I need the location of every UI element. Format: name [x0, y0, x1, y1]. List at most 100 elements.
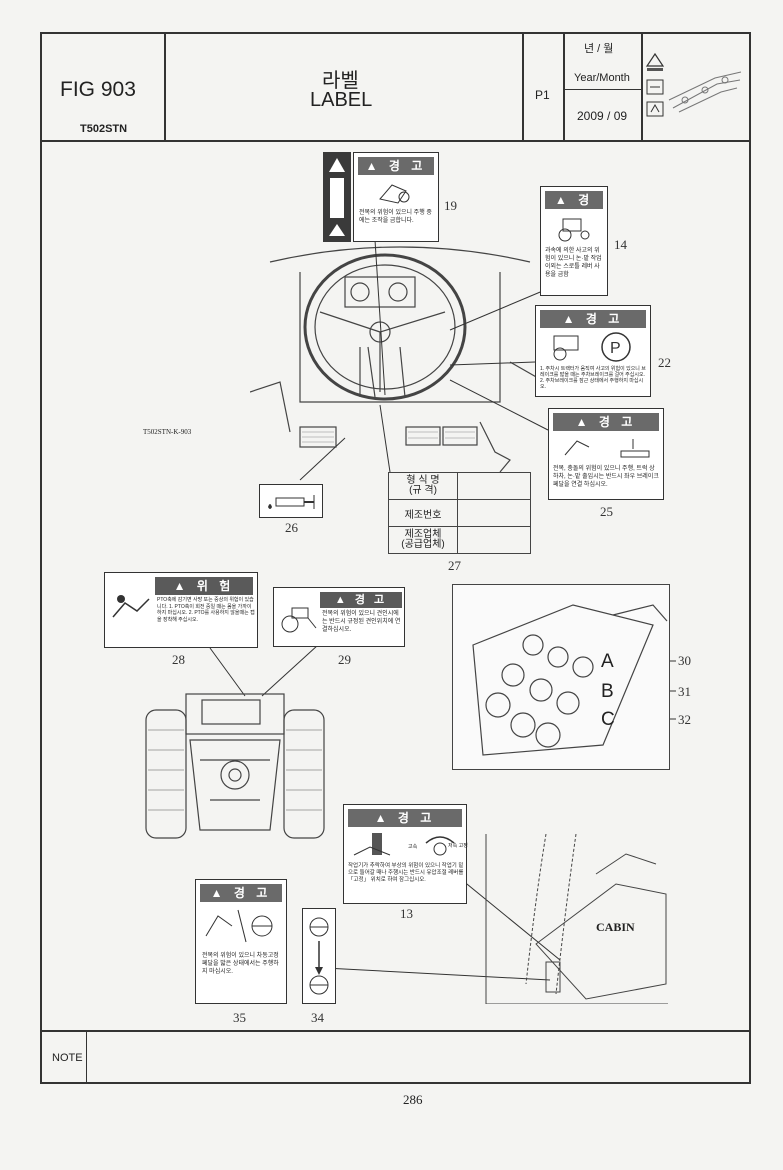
title-korean: 라벨 — [322, 70, 359, 92]
label-13-header: ▲ 경 고 — [348, 809, 462, 827]
label-35-header: ▲ 경 고 — [200, 884, 282, 902]
callout-26: 26 — [285, 520, 298, 535]
cabin-bracket-drawing — [485, 833, 668, 1005]
label-35: ▲ 경 고 전복의 위험이 있으니 차동고정 페달을 밟은 상태에서는 주행하지… — [195, 879, 287, 1004]
falling-implement-icon — [353, 833, 391, 856]
page-code: P1 — [535, 88, 550, 102]
warning-triangle-icon: ▲ — [554, 193, 571, 207]
label-25-text: 전복, 충돌의 위험이 있으니 주행, 트럭 상 하차, 논·밭 출입시는 반드… — [553, 466, 659, 488]
coupler-letter-a: A — [601, 651, 614, 672]
callout-22: 22 — [658, 355, 671, 370]
label-34 — [302, 908, 336, 1004]
header-divider-4 — [641, 32, 643, 142]
callout-32: 32 — [678, 712, 691, 727]
cabin-text: CABIN — [596, 920, 635, 934]
warning-triangle-icon: ▲ — [334, 594, 349, 606]
danger-triangle-icon: ▲ — [173, 579, 190, 593]
valve-detail-box — [452, 584, 670, 770]
parking-brake-icon: P — [553, 332, 631, 362]
warning-triangle-icon: ▲ — [575, 415, 592, 429]
label-13: ▲ 경 고 고속 저속 고정 작업기가 추락하여 부상의 위험이 있으니 작업기… — [343, 804, 468, 904]
note-top-rule — [40, 1030, 751, 1032]
callout-35: 35 — [233, 1010, 246, 1025]
nameplate-serial-value — [457, 499, 531, 527]
label-19-text: 전복의 위험이 있으니 주행 중에는 조작을 금합니다. — [359, 210, 432, 224]
title-english: LABEL — [310, 89, 373, 111]
tractor-tip-icon — [379, 184, 410, 204]
label-13-fast: 고속 — [408, 844, 418, 850]
callout-29: 29 — [338, 652, 351, 667]
nameplate-model-label: 형 식 명 (규 격) — [388, 472, 458, 500]
label-19-side-strip — [323, 152, 351, 242]
coupler-letter-c: C — [601, 709, 615, 730]
note-divider — [86, 1030, 87, 1084]
callout-25: 25 — [600, 504, 613, 519]
label-19: ▲ 경 고 전복의 위험이 있으니 주행 중에는 조작을 금합니다. — [323, 152, 439, 242]
arrow-caution-icon — [329, 158, 345, 236]
label-25: ▲ 경 고 전복, 충돌의 위험이 있으니 주행, 트럭 상 하차, 논·밭 출… — [548, 408, 664, 500]
tractor-rear-drawing — [145, 693, 325, 839]
diff-lock-icon — [205, 909, 273, 943]
svg-text:P: P — [610, 340, 621, 357]
label-28-text: PTO축에 감기면 사망 또는 중상의 위험이 있습니다. 1. PTO축이 회… — [157, 597, 255, 623]
label-14-text: 과속에 의한 사고의 위험이 있으니 논·밭 작업 이외는 스로틀 레버 사용을… — [545, 248, 602, 278]
warning-triangle-icon: ▲ — [562, 312, 579, 326]
label-14-header: ▲ 경 고 — [545, 191, 603, 225]
coupler-letter-b: B — [601, 681, 614, 702]
label-29: ▲ 경 고 전복의 위험이 있으니 견인시에는 반드시 규정된 견인위치에 연결… — [273, 587, 405, 647]
year-month-english: Year/Month — [574, 72, 630, 84]
label-13-text: 작업기가 추락하여 부상의 위험이 있으니 작업기 밑으로 들어갈 때나 주행시… — [348, 863, 464, 883]
label-35-text: 전복의 위험이 있으니 차동고정 페달을 밟은 상태에서는 주행하지 마십시오. — [202, 953, 279, 975]
model-name: T502STN — [80, 123, 128, 135]
warning-triangle-icon: ▲ — [210, 886, 227, 900]
fig-number: FIG 903 — [60, 78, 136, 101]
pto-entanglement-icon — [112, 595, 150, 618]
nameplate-maker-label: 제조업체 (공급업체) — [388, 526, 458, 554]
callout-28: 28 — [172, 652, 185, 667]
nameplate-serial-label: 제조번호 — [388, 499, 458, 527]
header-divider-2 — [522, 32, 524, 142]
warning-triangle-icon: ▲ — [365, 159, 382, 173]
year-month-korean: 년 / 월 — [584, 43, 614, 55]
label-22: ▲ 경 고 P 1. 주차시 트랙터가 움직여 사고의 위험이 있으니 브레이크… — [535, 305, 651, 397]
callout-13: 13 — [400, 906, 413, 921]
callout-14: 14 — [614, 237, 627, 252]
diff-lock-engage-icon — [309, 917, 329, 995]
tractor-speed-icon — [558, 218, 590, 242]
label-14: ▲ 경 고 과속에 의한 사고의 위험이 있으니 논·밭 작업 이외는 스로틀 … — [540, 186, 608, 296]
callout-31: 31 — [678, 684, 691, 699]
callout-27: 27 — [448, 558, 461, 573]
date-value: 2009 / 09 — [577, 109, 628, 123]
oil-can-icon — [268, 495, 315, 509]
callout-34: 34 — [311, 1010, 324, 1025]
steering-dashboard-drawing — [250, 246, 546, 472]
header-date-rule — [563, 89, 643, 90]
page-frame — [40, 32, 751, 1084]
callout-19: 19 — [444, 198, 457, 213]
label-19-header: ▲ 경 고 — [358, 157, 434, 175]
figure-code: T502STN-K-903 — [143, 428, 192, 436]
label-27-nameplate: 형 식 명 (규 격) 제조번호 제조업체 (공급업체) — [388, 472, 531, 554]
header-divider-3 — [563, 32, 565, 142]
nameplate-maker-value — [457, 526, 531, 554]
label-26 — [259, 484, 323, 518]
label-22-header: ▲ 경 고 — [540, 310, 646, 328]
label-22-text: 1. 주차시 트랙터가 움직여 사고의 위험이 있으니 브레이크를 밟을 때는 … — [540, 366, 646, 390]
label-category-icon — [645, 52, 742, 117]
header-bottom-rule — [40, 140, 751, 142]
label-28-header: ▲ 위 험 — [155, 577, 253, 595]
label-13-slow-lock: 저속 고정 — [448, 843, 468, 849]
header-divider-1 — [164, 32, 166, 142]
label-28: ▲ 위 험 PTO축에 감기면 사망 또는 중상의 위험이 있습니다. 1. P… — [104, 572, 258, 648]
tractor-towing-icon — [281, 607, 317, 633]
nameplate-model-value — [457, 472, 531, 500]
callout-30: 30 — [678, 653, 691, 668]
brake-pedal-icon — [564, 439, 650, 458]
label-29-text: 전복의 위험이 있으니 견인시에는 반드시 규정된 견인위치에 연결하십시오. — [322, 611, 401, 633]
hydraulic-valve-drawing — [472, 604, 668, 756]
warning-triangle-icon: ▲ — [374, 811, 391, 825]
label-25-header: ▲ 경 고 — [553, 413, 659, 431]
cabin-detail-box — [476, 833, 668, 1005]
hydraulic-lock-icon — [425, 836, 455, 856]
page-number: 286 — [403, 1092, 423, 1107]
